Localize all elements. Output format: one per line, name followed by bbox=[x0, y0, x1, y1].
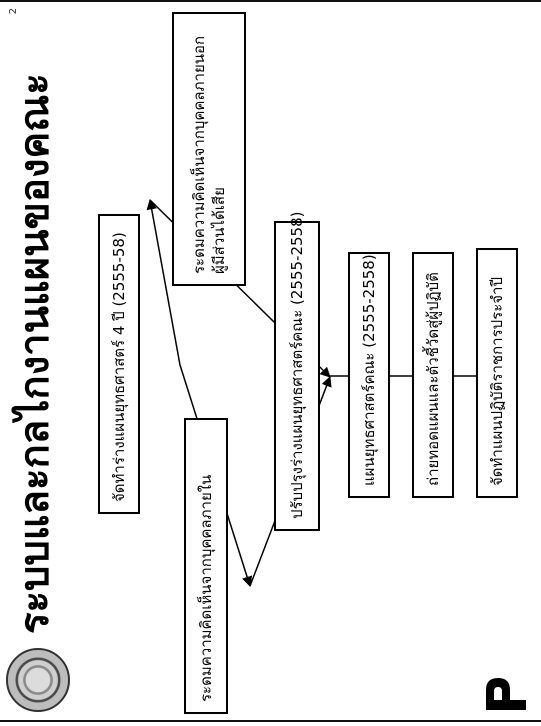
flow-step-internal-input-label: ระดมความคิดเห็นจากบุคคลภายใน bbox=[197, 474, 215, 702]
flow-step-revise-draft: ปรับปรุงร่างแผนยุทธศาสตร์คณะ (2555-2558) bbox=[274, 212, 320, 531]
flow-step-final-plan-label: แผนยุทธศาสตร์คณะ (2555-2558) bbox=[360, 254, 378, 486]
logo-p-icon bbox=[486, 678, 526, 710]
flow-step-annual-plan: จัดทำแผนปฏิบัติราชการประจำปี bbox=[476, 248, 518, 498]
flow-step-internal-input: ระดมความคิดเห็นจากบุคคลภายใน bbox=[184, 418, 228, 714]
flow-step-revise-draft-label: ปรับปรุงร่างแผนยุทธศาสตร์คณะ (2555-2558) bbox=[288, 211, 306, 520]
flow-step-cascade: ถ่ายทอดแผนและตัวชี้วัดสู่ผู้ปฏิบัติ bbox=[412, 252, 454, 498]
flow-step-draft-plan: จัดทำร่างแผนยุทธศาสตร์ 4 ปี (2555-58) bbox=[98, 214, 140, 514]
flow-step-draft-plan-label: จัดทำร่างแผนยุทธศาสตร์ 4 ปี (2555-58) bbox=[110, 232, 128, 502]
flow-step-external-input: ระดมความคิดเห็นจากบุคคลภายนอก ผู้มีส่วนไ… bbox=[172, 12, 246, 286]
flow-step-external-input-label: ระดมความคิดเห็นจากบุคคลภายนอก ผู้มีส่วนไ… bbox=[189, 35, 228, 274]
flow-step-cascade-label: ถ่ายทอดแผนและตัวชี้วัดสู่ผู้ปฏิบัติ bbox=[424, 272, 442, 486]
arrow-step1-to-outer bbox=[146, 198, 181, 366]
flow-step-final-plan: แผนยุทธศาสตร์คณะ (2555-2558) bbox=[348, 252, 390, 498]
flow-step-annual-plan-label: จัดทำแผนปฏิบัติราชการประจำปี bbox=[488, 277, 506, 486]
